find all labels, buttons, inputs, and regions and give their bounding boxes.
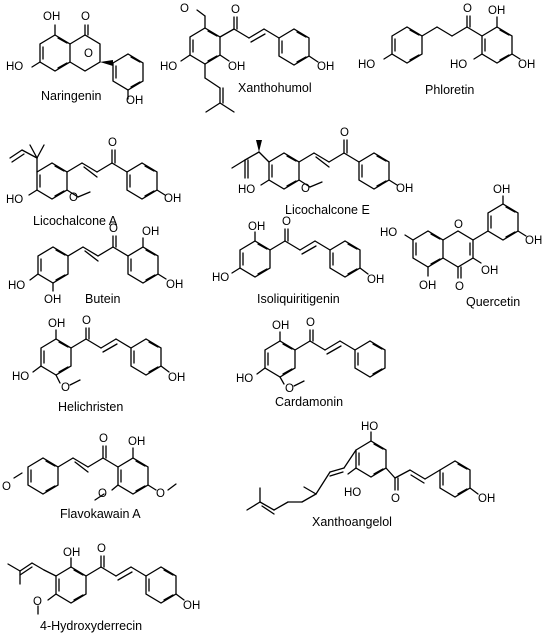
compound-name-xanthoangelol: Xanthoangelol xyxy=(312,515,392,529)
licochalcone-e-carbonyl-o: O xyxy=(340,127,349,139)
flavokawain-a-methoxy-left-o: O xyxy=(2,481,11,493)
xanthoangelol-oh-right: OH xyxy=(478,493,495,505)
quercetin-oh-mid: OH xyxy=(481,265,498,277)
butein-oh-top: OH xyxy=(142,226,159,238)
structure-xanthoangelol xyxy=(246,431,479,515)
helichristen-carbonyl-o: O xyxy=(82,315,91,327)
4-hydroxyderrecin-oh-top: OH xyxy=(63,547,80,559)
isoliquiritigenin-oh-right: OH xyxy=(367,274,384,286)
structure-licochalcone-a xyxy=(9,144,166,200)
quercetin-oh-bottom: OH xyxy=(419,280,436,292)
phloretin-oh-top: OH xyxy=(488,5,505,17)
compound-name-butein: Butein xyxy=(85,292,120,306)
structure-naringenin xyxy=(31,24,144,100)
quercetin-ring-o: O xyxy=(454,219,463,231)
compound-name-xanthohumol: Xanthohumol xyxy=(238,81,312,95)
butein-carbonyl-o: O xyxy=(109,223,118,235)
cardamonin-methoxy-o: O xyxy=(285,383,294,395)
xanthohumol-oh-mid: OH xyxy=(228,61,245,73)
xanthoangelol-carbonyl-o: O xyxy=(391,493,400,505)
helichristen-methoxy-o: O xyxy=(61,382,70,394)
licochalcone-e-methoxy-o: O xyxy=(301,183,310,195)
structure-isoliquiritigenin xyxy=(231,228,369,278)
4-hydroxyderrecin-oh-right: OH xyxy=(183,600,200,612)
butein-oh-right: OH xyxy=(166,279,183,291)
helichristen-oh-top: OH xyxy=(48,318,65,330)
structure-quercetin xyxy=(404,195,527,279)
isoliquiritigenin-ho-left: HO xyxy=(212,272,229,284)
phloretin-ho-left: HO xyxy=(358,59,375,71)
structure-4-hydroxyderrecin xyxy=(7,555,185,615)
xanthohumol-oh-right: OH xyxy=(317,61,334,73)
phloretin-ho-mid: HO xyxy=(450,59,467,71)
cardamonin-carbonyl-o: O xyxy=(306,317,315,329)
flavokawain-a-methoxy-mid-o: O xyxy=(98,488,107,500)
compound-name-cardamonin: Cardamonin xyxy=(275,395,343,409)
compound-name-4-hydroxyderrecin: 4-Hydroxyderrecin xyxy=(40,619,142,633)
naringenin-ho-left: HO xyxy=(6,61,23,73)
cardamonin-oh-top: OH xyxy=(272,320,289,332)
compound-name-flavokawain-a: Flavokawain A xyxy=(60,507,141,521)
naringenin-carbonyl-o: O xyxy=(81,11,90,23)
compound-name-isoliquiritigenin: Isoliquiritigenin xyxy=(257,292,340,306)
structure-flavokawain-a xyxy=(13,445,177,501)
4-hydroxyderrecin-methoxy-o: O xyxy=(33,596,42,608)
structure-phloretin xyxy=(383,15,521,64)
quercetin-ho-left: HO xyxy=(380,227,397,239)
flavokawain-a-oh-top: OH xyxy=(128,436,145,448)
structure-xanthohumol xyxy=(180,9,319,113)
naringenin-oh-top: OH xyxy=(43,11,60,23)
compound-name-licochalcone-e: Licochalcone E xyxy=(285,203,370,217)
structure-licochalcone-e xyxy=(231,139,398,190)
compound-name-phloretin: Phloretin xyxy=(425,83,474,97)
licochalcone-a-methoxy-o: O xyxy=(69,192,78,204)
4-hydroxyderrecin-carbonyl-o: O xyxy=(97,543,106,555)
structure-butein xyxy=(29,235,167,292)
xanthoangelol-ho-bottom: HO xyxy=(344,487,361,499)
licochalcone-e-oh-right: OH xyxy=(396,183,413,195)
compound-name-licochalcone-a: Licochalcone A xyxy=(33,214,118,228)
flavokawain-a-carbonyl-o: O xyxy=(99,433,108,445)
xanthohumol-methoxy-o: O xyxy=(180,3,189,15)
xanthohumol-ho-left: HO xyxy=(160,61,177,73)
naringenin-ring-o: O xyxy=(84,48,93,60)
helichristen-ho-left: HO xyxy=(12,371,29,383)
licochalcone-a-ho-left: HO xyxy=(6,194,23,206)
licochalcone-a-oh-right: OH xyxy=(164,193,181,205)
xanthoangelol-ho-top: HO xyxy=(361,421,378,433)
structure-helichristen xyxy=(32,327,170,386)
compound-name-naringenin: Naringenin xyxy=(41,89,102,103)
isoliquiritigenin-carbonyl-o: O xyxy=(282,216,291,228)
flavokawain-a-methoxy-right-o: O xyxy=(156,488,165,500)
butein-oh-bottom: OH xyxy=(44,294,61,306)
compound-name-helichristen: Helichristen xyxy=(58,400,123,414)
xanthohumol-carbonyl-o: O xyxy=(231,4,240,16)
phloretin-carbonyl-o: O xyxy=(463,3,472,15)
butein-ho-left: HO xyxy=(8,280,25,292)
licochalcone-e-ho-left: HO xyxy=(238,184,255,196)
structure-cardamonin xyxy=(256,329,386,387)
quercetin-carbonyl-o: O xyxy=(455,281,464,293)
helichristen-oh-right: OH xyxy=(168,372,185,384)
compound-name-quercetin: Quercetin xyxy=(466,295,520,309)
quercetin-oh-top: OH xyxy=(493,184,510,196)
isoliquiritigenin-oh-top: OH xyxy=(248,221,265,233)
quercetin-oh-right: OH xyxy=(525,235,542,247)
cardamonin-ho-left: HO xyxy=(236,373,253,385)
phloretin-oh-right: OH xyxy=(518,59,535,71)
licochalcone-a-carbonyl-o: O xyxy=(108,137,117,149)
naringenin-oh-right: OH xyxy=(126,95,143,107)
